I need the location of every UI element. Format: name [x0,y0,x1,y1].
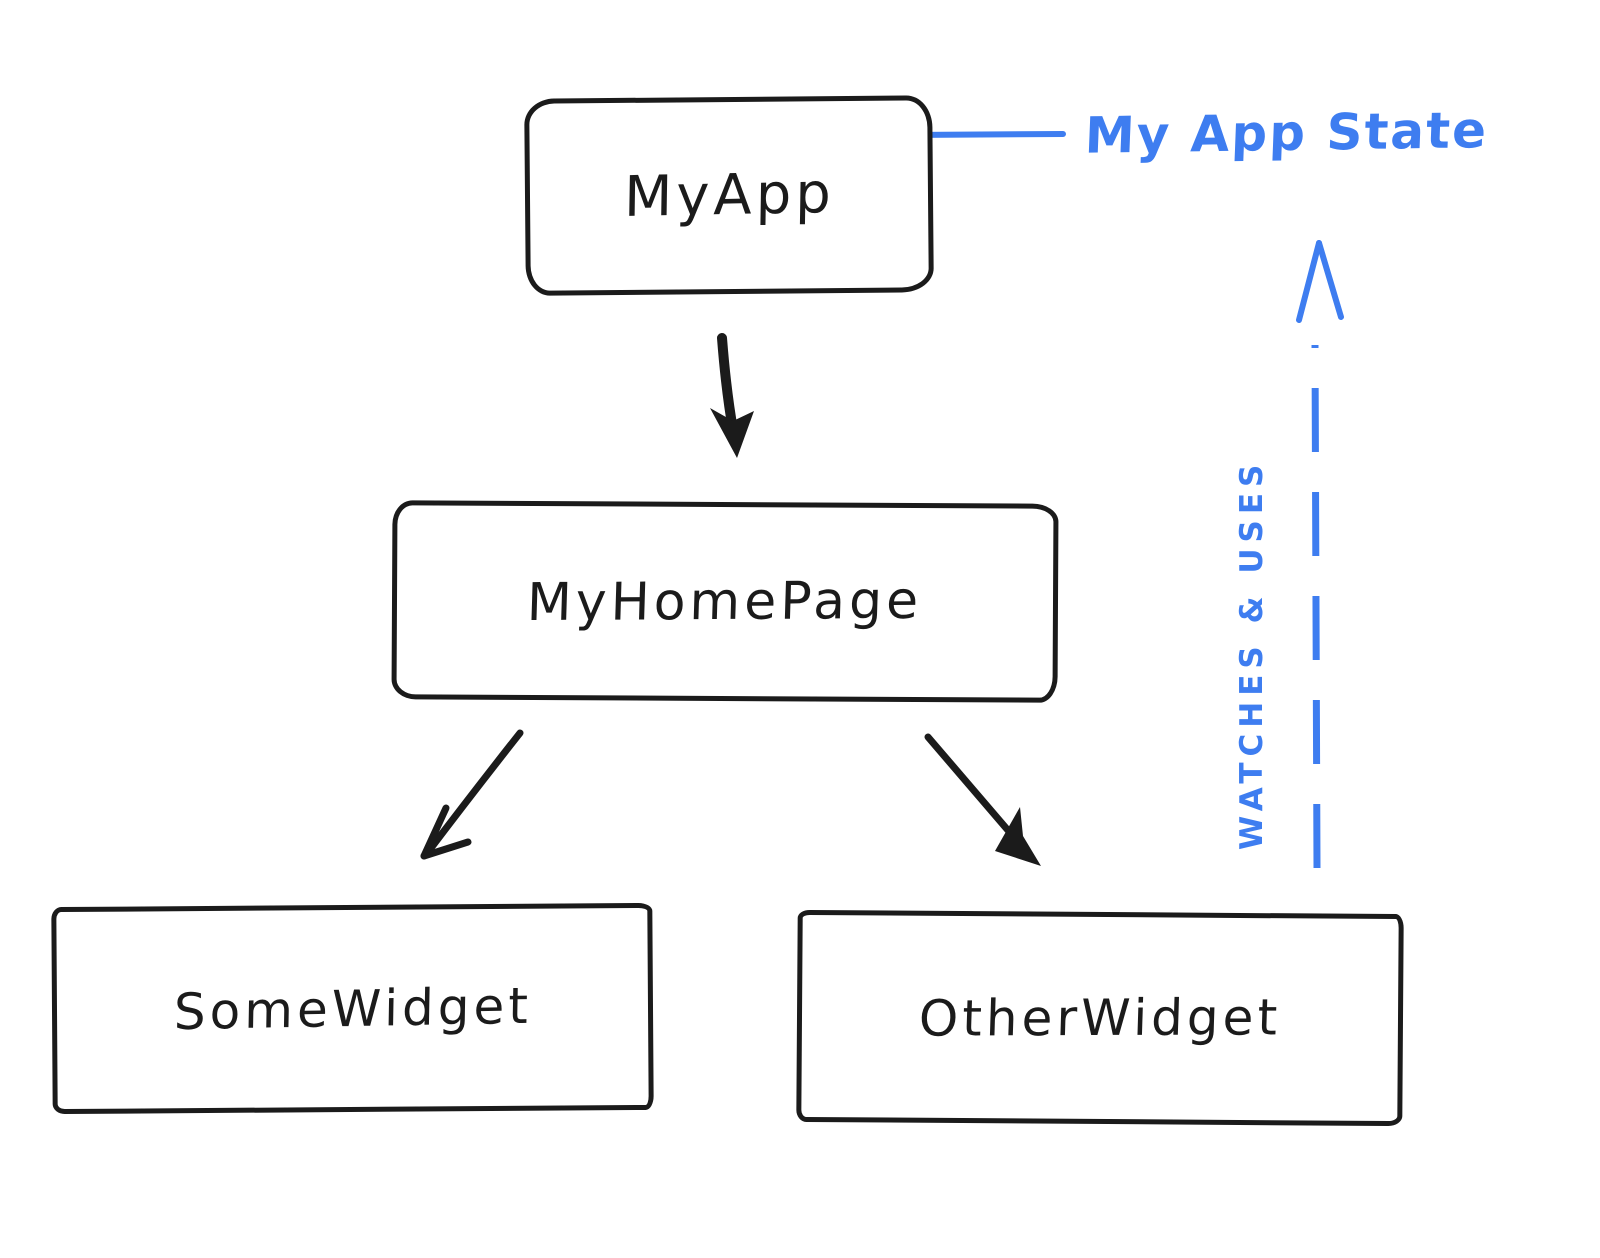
node-some-widget-label: SomeWidget [173,976,532,1041]
node-my-app: MyApp [524,95,934,296]
node-other-widget: OtherWidget [796,909,1404,1127]
my-app-state-annotation: My App State [1083,101,1490,165]
node-my-app-label: MyApp [623,160,835,231]
watches-uses-arrow [1296,240,1344,869]
node-my-home-page: MyHomePage [391,500,1059,703]
homepage-to-otherwidget-arrow [924,733,1041,866]
node-some-widget: SomeWidget [51,902,654,1115]
state-connector-line [905,131,1066,138]
myapp-to-homepage-arrow [710,333,754,458]
node-my-home-page-label: MyHomePage [526,570,924,633]
watches-and-uses-annotation: WATCHES & USES [1234,458,1270,850]
node-other-widget-label: OtherWidget [917,988,1282,1048]
homepage-to-somewidget-arrow [420,729,524,860]
